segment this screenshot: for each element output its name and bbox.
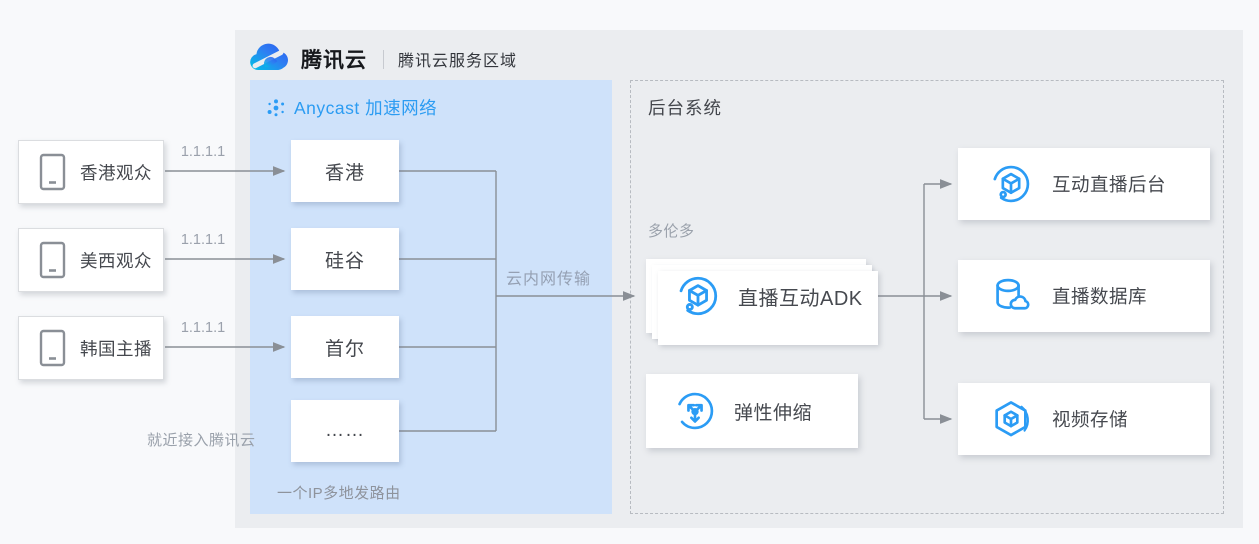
hexagon-cube-icon	[995, 401, 1029, 437]
region-node-more: ……	[291, 400, 399, 462]
region-node-siliconvalley: 硅谷	[291, 228, 399, 290]
region-node-hongkong: 香港	[291, 140, 399, 202]
intranet-transfer-label: 云内网传输	[506, 271, 592, 288]
client-box-uswest-viewers: 美西观众	[18, 228, 164, 292]
auto-scaling-node: 弹性伸缩	[646, 374, 858, 448]
device-icon	[39, 241, 66, 279]
service-node-video-storage: 视频存储	[958, 383, 1210, 455]
anycast-dots-icon	[267, 98, 285, 116]
service-node-live-database: 直播数据库	[958, 260, 1210, 332]
brand-divider	[383, 49, 384, 69]
toronto-region-tag: 多伦多	[648, 223, 695, 240]
client-label: 香港观众	[80, 162, 152, 183]
header-brand-row: 腾讯云 腾讯云服务区域	[247, 42, 517, 76]
ip-label: 1.1.1.1	[180, 144, 226, 160]
client-label: 韩国主播	[80, 338, 152, 359]
nearest-access-note: 就近接入腾讯云	[147, 432, 256, 449]
device-icon	[39, 153, 66, 191]
device-icon	[39, 329, 66, 367]
service-node-label: 视频存储	[1052, 409, 1129, 430]
service-node-interactive-live-backend: 互动直播后台	[958, 148, 1210, 220]
auto-scaling-icon	[676, 392, 714, 430]
database-cloud-icon	[996, 278, 1030, 310]
client-label: 美西观众	[80, 250, 152, 271]
brand-name: 腾讯云	[301, 49, 367, 72]
adk-node: 直播互动ADK	[646, 259, 866, 333]
service-node-label: 直播数据库	[1052, 286, 1148, 307]
client-box-hongkong-viewers: 香港观众	[18, 140, 164, 204]
region-node-seoul: 首尔	[291, 316, 399, 378]
auto-scaling-node-label: 弹性伸缩	[734, 402, 813, 424]
service-node-label: 互动直播后台	[1052, 174, 1167, 195]
anycast-panel-title: Anycast 加速网络	[294, 98, 438, 118]
ip-label: 1.1.1.1	[180, 320, 226, 336]
anycast-footer-note: 一个IP多地发路由	[277, 485, 401, 502]
client-box-korea-broadcaster: 韩国主播	[18, 316, 164, 380]
anycast-panel-header: Anycast 加速网络	[266, 95, 437, 120]
backend-panel-title: 后台系统	[648, 98, 722, 118]
ip-label: 1.1.1.1	[180, 232, 226, 248]
service-area-label: 腾讯云服务区域	[398, 53, 518, 70]
tencent-cloud-logo-icon	[250, 43, 288, 70]
interactive-live-icon	[678, 276, 718, 316]
adk-node-label: 直播互动ADK	[738, 287, 863, 310]
interactive-live-icon	[992, 165, 1030, 203]
